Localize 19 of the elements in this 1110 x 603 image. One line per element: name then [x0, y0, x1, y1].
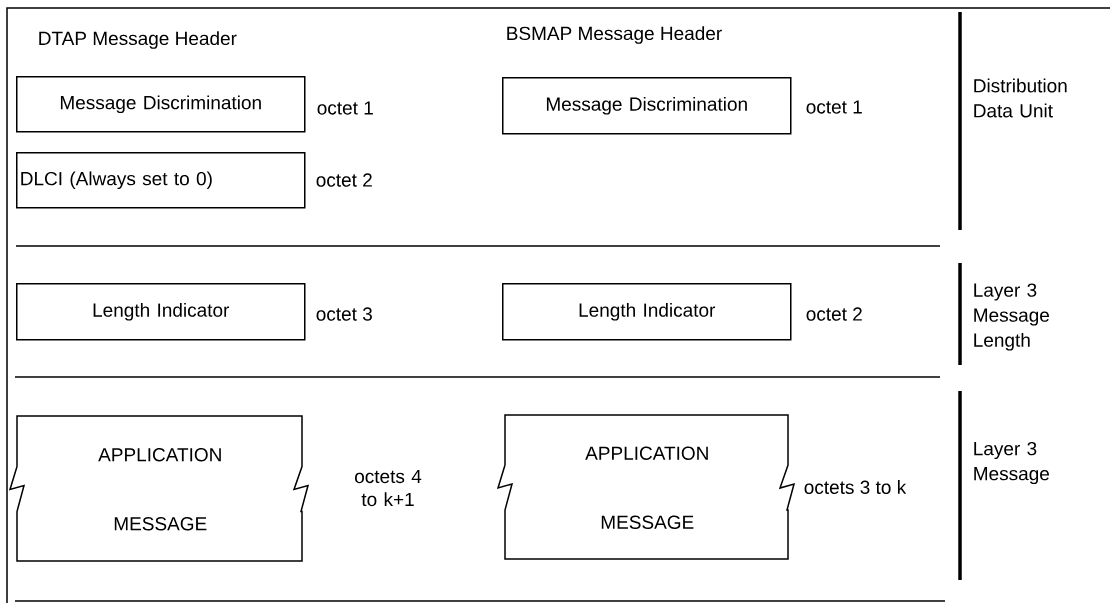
field-box: Message Discrimination [502, 77, 792, 135]
octet-label: octets 4 to k+1 [355, 469, 422, 507]
octet-label: octet 1 [806, 100, 862, 114]
octet-label: octet 2 [316, 173, 372, 187]
layer-label: Layer 3 Message [974, 441, 1049, 485]
field-box: Message Discrimination [16, 76, 306, 133]
octet-label: octet 3 [316, 307, 372, 321]
torn-message-box: APPLICATION MESSAGE [496, 414, 796, 560]
layer-label: Layer 3 Message Length [974, 283, 1049, 351]
torn-message-box: APPLICATION MESSAGE [8, 415, 310, 562]
field-box: Length Indicator [502, 283, 792, 341]
header-title: DTAP Message Header [39, 31, 237, 49]
octet-label: octets 3 to k [804, 480, 907, 494]
header-title: BSMAP Message Header [507, 26, 722, 44]
layer-label: Distribution Data Unit [974, 78, 1067, 118]
octet-label: octet 2 [806, 307, 862, 321]
field-box: DLCI (Always set to 0) [16, 152, 306, 209]
field-box: Length Indicator [16, 283, 306, 341]
octet-label: octet 1 [317, 101, 373, 115]
